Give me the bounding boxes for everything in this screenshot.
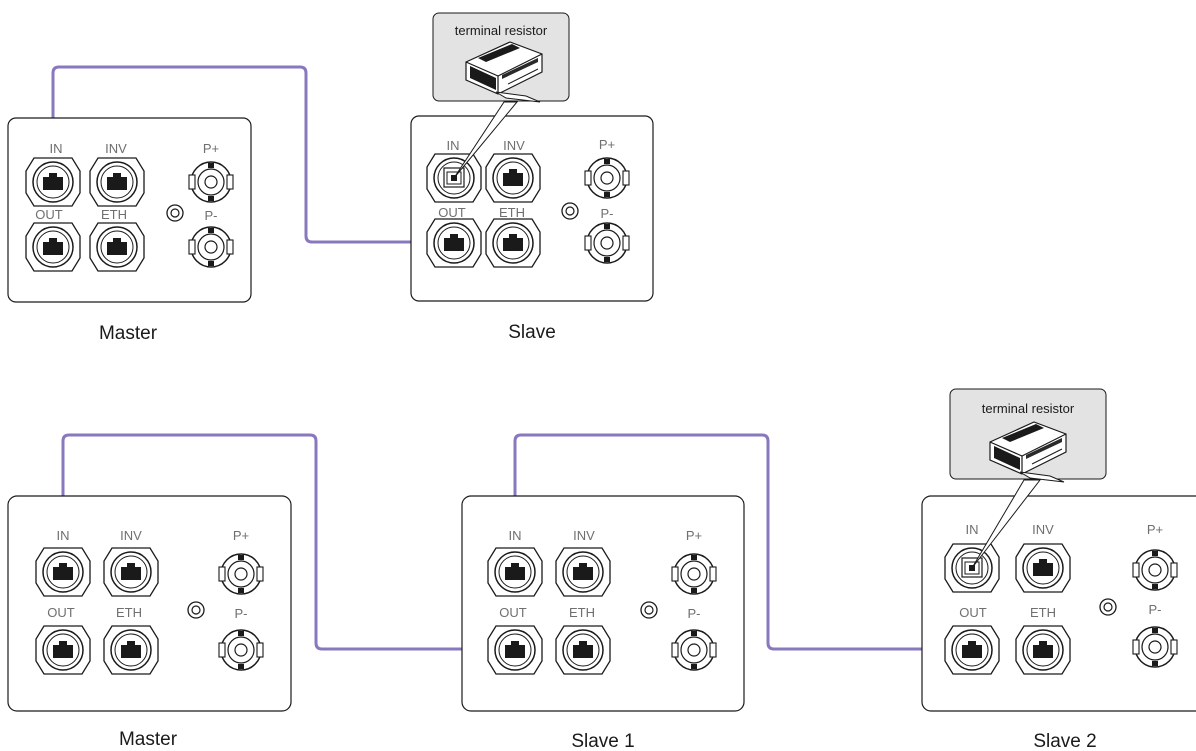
inv-label: INV <box>503 138 525 153</box>
inv-label: INV <box>120 528 142 543</box>
p-plus-label: P+ <box>599 137 615 152</box>
out-label: OUT <box>499 605 527 620</box>
eth-port-icon <box>1015 625 1071 675</box>
cable-slave1-in-to-slave2-out <box>513 433 971 651</box>
caption-slave: Slave <box>508 322 556 343</box>
caption-slave-1: Slave 1 <box>571 731 634 751</box>
eth-label: ETH <box>1030 605 1056 620</box>
in-label: IN <box>966 522 979 537</box>
eth-label: ETH <box>569 605 595 620</box>
inv-port-icon <box>103 547 159 597</box>
p-plus-label: P+ <box>233 528 249 543</box>
p-minus-label: P- <box>205 208 218 223</box>
p-minus-label: P- <box>601 206 614 221</box>
p-plus-label: P+ <box>686 528 702 543</box>
out-label: OUT <box>959 605 987 620</box>
eth-port-icon <box>103 625 159 675</box>
master-panel: IN INV OUT ETH P+ P- <box>7 117 252 303</box>
caption-master: Master <box>99 323 158 344</box>
in-port-icon <box>487 547 543 597</box>
in-label: IN <box>50 141 63 156</box>
inv-label: INV <box>105 141 127 156</box>
inv-label: INV <box>573 528 595 543</box>
out-label: OUT <box>438 205 466 220</box>
inv-port-icon <box>89 157 145 207</box>
caption-slave-2: Slave 2 <box>1033 731 1096 751</box>
in-port-icon <box>35 547 91 597</box>
slave-panel: IN INV OUT ETH P+ P- <box>410 115 654 302</box>
indicator-icon <box>640 601 658 619</box>
slave1-panel: IN INV OUT ETH P+ P- <box>461 495 745 712</box>
indicator-icon <box>187 601 205 619</box>
out-label: OUT <box>47 605 75 620</box>
inv-port-icon <box>555 547 611 597</box>
cable-master-in-to-slave1-out <box>61 433 514 651</box>
callout-label: terminal resistor <box>455 23 548 38</box>
p-plus-label: P+ <box>203 141 219 156</box>
indicator-icon <box>166 204 184 222</box>
out-port-icon <box>944 625 1000 675</box>
p-minus-label: P- <box>235 606 248 621</box>
caption-master: Master <box>119 729 178 750</box>
out-port-icon <box>426 218 482 268</box>
terminal-resistor-callout: terminal resistor <box>949 388 1107 569</box>
indicator-icon <box>1099 598 1117 616</box>
inv-port-icon <box>1015 543 1071 593</box>
p-minus-label: P- <box>1149 602 1162 617</box>
in-label: IN <box>57 528 70 543</box>
p-minus-label: P- <box>688 606 701 621</box>
in-label: IN <box>509 528 522 543</box>
out-port-icon <box>487 625 543 675</box>
out-label: OUT <box>35 207 63 222</box>
out-port-icon <box>35 625 91 675</box>
eth-port-icon <box>555 625 611 675</box>
master-panel: IN INV OUT ETH P+ P- <box>7 495 292 712</box>
eth-label: ETH <box>116 605 142 620</box>
indicator-icon <box>561 202 579 220</box>
callout-leader <box>453 101 519 179</box>
slave2-panel: IN INV OUT ETH P+ P- <box>921 495 1196 712</box>
in-label: IN <box>447 138 460 153</box>
callout-leader <box>971 479 1042 569</box>
eth-port-icon <box>485 218 541 268</box>
inv-label: INV <box>1032 522 1054 537</box>
inv-port-icon <box>485 153 541 203</box>
cable-master-in-to-slave-out <box>51 65 455 244</box>
p-plus-label: P+ <box>1147 522 1163 537</box>
eth-label: ETH <box>499 205 525 220</box>
callout-label: terminal resistor <box>982 401 1075 416</box>
eth-port-icon <box>89 222 145 272</box>
terminal-resistor-callout: terminal resistor <box>432 12 570 179</box>
eth-label: ETH <box>101 207 127 222</box>
in-port-icon <box>25 157 81 207</box>
out-port-icon <box>25 222 81 272</box>
